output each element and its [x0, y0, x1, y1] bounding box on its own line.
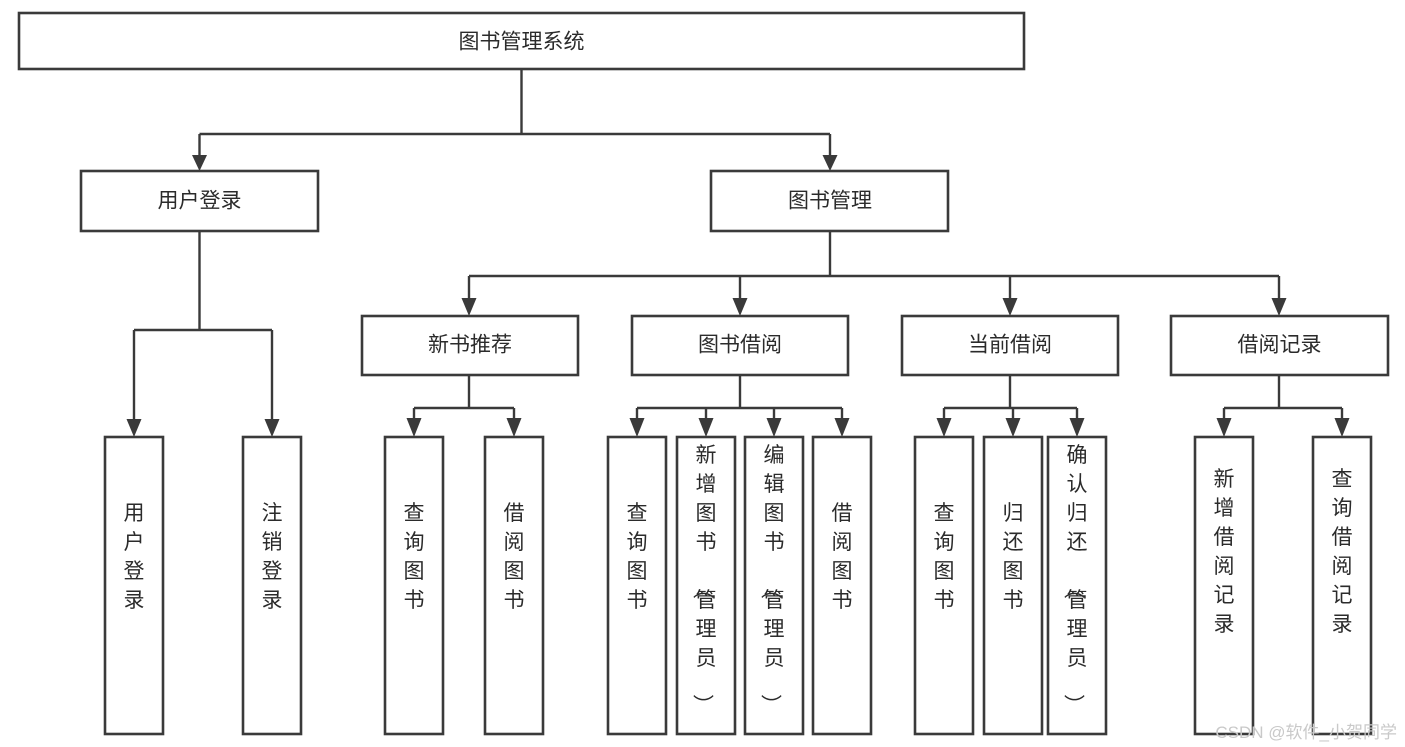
node-leaf-query-book-current[interactable]: 查询图书: [913, 435, 975, 736]
node-leaf-user-logout-label: 注销登录: [262, 502, 283, 612]
arrow-head-leaf-add-borrow-record: [1216, 418, 1232, 437]
node-leaf-add-book[interactable]: 新增图书（管理员）: [675, 435, 737, 736]
node-leaf-add-book-box[interactable]: [675, 435, 737, 736]
node-leaf-add-borrow-record-box[interactable]: [1193, 435, 1255, 736]
node-leaf-borrow-book-new-label: 借阅图书: [504, 502, 525, 612]
node-leaf-user-logout-box[interactable]: [241, 435, 303, 736]
node-book-borrow[interactable]: 图书借阅: [630, 314, 850, 377]
node-leaf-query-book-current-label: 查询图书: [934, 502, 955, 612]
arrow-head-leaf-query-borrow-record: [1334, 418, 1350, 437]
node-leaf-borrow-book[interactable]: 借阅图书: [811, 435, 873, 736]
node-root-box[interactable]: [17, 11, 1026, 71]
node-leaf-query-book-borrow-box[interactable]: [606, 435, 668, 736]
node-leaf-edit-book[interactable]: 编辑图书（管理员）: [743, 435, 805, 736]
arrow-head-leaf-query-book-new: [406, 418, 422, 437]
node-user-login-label: 用户登录: [158, 190, 242, 213]
node-leaf-add-book-label: 新增图书（管理员）: [691, 444, 717, 715]
node-leaf-add-borrow-record[interactable]: 新增借阅记录: [1193, 435, 1255, 736]
arrow-head-leaf-borrow-book: [834, 418, 850, 437]
node-leaf-query-book-new-box[interactable]: [383, 435, 445, 736]
arrow-head-leaf-user-login: [126, 419, 142, 437]
connector-layer: [126, 69, 1350, 437]
node-leaf-query-book-new[interactable]: 查询图书: [383, 435, 445, 736]
node-book-manage-box[interactable]: [709, 169, 950, 233]
node-new-book-recommend-box[interactable]: [360, 314, 580, 377]
arrow-head-leaf-borrow-book-new: [506, 418, 522, 437]
node-leaf-return-book-box[interactable]: [982, 435, 1044, 736]
node-leaf-borrow-book-label: 借阅图书: [832, 502, 853, 612]
node-leaf-borrow-book-new-box[interactable]: [483, 435, 545, 736]
node-leaf-borrow-book-new[interactable]: 借阅图书: [483, 435, 545, 736]
node-current-borrow[interactable]: 当前借阅: [900, 314, 1120, 377]
node-leaf-query-borrow-record-label: 查询借阅记录: [1332, 468, 1353, 636]
node-book-borrow-label: 图书借阅: [698, 334, 782, 357]
node-book-manage-label: 图书管理: [788, 190, 872, 213]
leaf-layer: 用户登录 注销登录 查询图书 借阅图书 查询图书 新增图书（管理员）: [103, 435, 1373, 736]
arrow-head-leaf-query-book-current: [936, 418, 952, 437]
node-leaf-edit-book-box[interactable]: [743, 435, 805, 736]
arrow-head-leaf-confirm-return: [1069, 418, 1085, 437]
node-borrow-record-box[interactable]: [1169, 314, 1390, 377]
node-leaf-user-login-label: 用户登录: [124, 502, 145, 612]
node-leaf-return-book[interactable]: 归还图书: [982, 435, 1044, 736]
node-leaf-edit-book-label: 编辑图书（管理员）: [759, 444, 785, 715]
node-leaf-query-book-borrow-label: 查询图书: [627, 502, 648, 612]
arrow-head-user-login: [192, 155, 207, 171]
node-leaf-user-login-box[interactable]: [103, 435, 165, 736]
node-current-borrow-box[interactable]: [900, 314, 1120, 377]
node-new-book-recommend-label: 新书推荐: [428, 334, 512, 357]
node-leaf-user-logout[interactable]: 注销登录: [241, 435, 303, 736]
node-leaf-query-book-new-label: 查询图书: [404, 502, 425, 612]
arrow-head-new-book-recommend: [461, 298, 477, 316]
node-leaf-borrow-book-box[interactable]: [811, 435, 873, 736]
arrow-head-book-manage: [822, 155, 838, 171]
arrow-head-leaf-query-book-borrow: [629, 418, 645, 437]
node-leaf-query-borrow-record[interactable]: 查询借阅记录: [1311, 435, 1373, 736]
arrow-head-borrow-record: [1271, 298, 1287, 316]
node-current-borrow-label: 当前借阅: [968, 334, 1052, 357]
node-leaf-confirm-return-box[interactable]: [1046, 435, 1108, 736]
node-leaf-user-login[interactable]: 用户登录: [103, 435, 165, 736]
node-user-login[interactable]: 用户登录: [79, 169, 320, 233]
node-root[interactable]: 图书管理系统: [17, 11, 1026, 71]
arrow-head-book-borrow: [732, 298, 748, 316]
node-user-login-box[interactable]: [79, 169, 320, 233]
node-root-label: 图书管理系统: [459, 31, 585, 54]
node-leaf-query-borrow-record-box[interactable]: [1311, 435, 1373, 736]
node-book-manage[interactable]: 图书管理: [709, 169, 950, 233]
node-borrow-record[interactable]: 借阅记录: [1169, 314, 1390, 377]
node-leaf-confirm-return[interactable]: 确认归还（管理员）: [1046, 435, 1108, 736]
arrow-head-current-borrow: [1002, 298, 1018, 316]
node-leaf-query-book-current-box[interactable]: [913, 435, 975, 736]
arrow-head-leaf-add-book: [698, 418, 714, 437]
arrow-head-leaf-return-book: [1005, 418, 1021, 437]
node-book-borrow-box[interactable]: [630, 314, 850, 377]
node-borrow-record-label: 借阅记录: [1238, 334, 1322, 357]
node-leaf-add-borrow-record-label: 新增借阅记录: [1214, 468, 1235, 636]
arrow-head-leaf-edit-book: [766, 418, 782, 437]
arrow-head-leaf-user-logout: [264, 419, 280, 437]
node-leaf-query-book-borrow[interactable]: 查询图书: [606, 435, 668, 736]
node-leaf-return-book-label: 归还图书: [1003, 502, 1024, 612]
node-new-book-recommend[interactable]: 新书推荐: [360, 314, 580, 377]
node-leaf-confirm-return-label: 确认归还（管理员）: [1062, 444, 1088, 715]
